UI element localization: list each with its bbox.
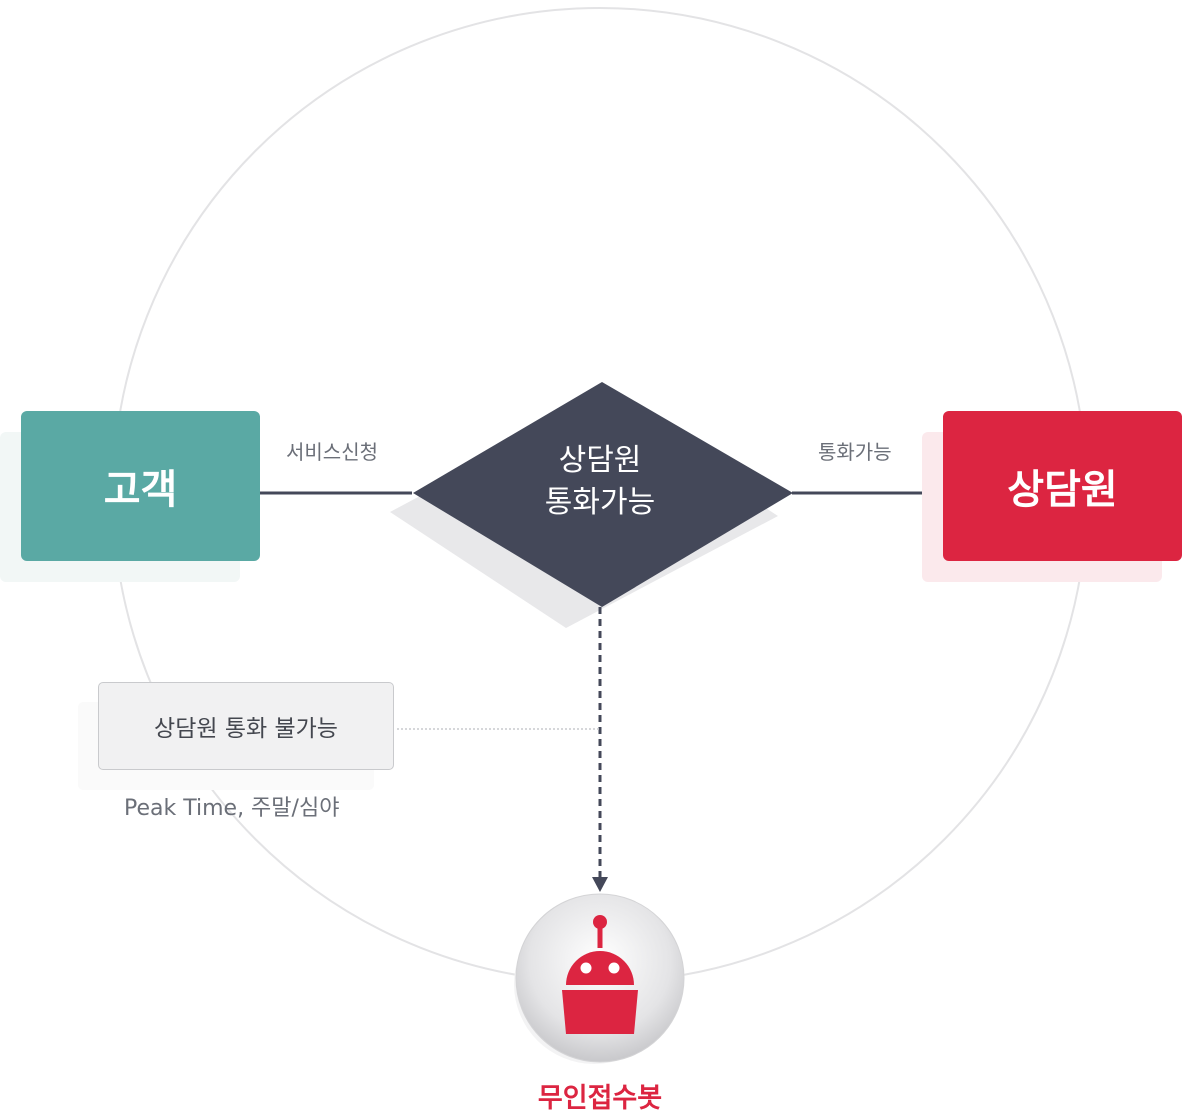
decision-label-line1: 상담원 [558, 443, 642, 478]
fallback-label: 상담원 통화 불가능 [154, 716, 338, 742]
bot-label: 무인접수봇 [537, 1083, 663, 1114]
agent-node: 상담원 [943, 411, 1182, 561]
decision-diamond [413, 382, 793, 607]
customer-node: 고객 [21, 411, 260, 561]
fallback-node: 상담원 통화 불가능 [98, 682, 394, 770]
available-label: 통화가능 [818, 440, 892, 464]
customer-label: 고객 [103, 467, 178, 513]
fallback-sublabel: Peak Time, 주말/심야 [124, 796, 340, 821]
decision-label: 상담원 통화가능 [450, 440, 750, 524]
decision-label-line2: 통화가능 [544, 485, 656, 520]
robot-icon [562, 915, 638, 1034]
request-label: 서비스신청 [286, 440, 378, 464]
unavailable-arrowhead [592, 877, 608, 892]
agent-label: 상담원 [1007, 467, 1118, 513]
